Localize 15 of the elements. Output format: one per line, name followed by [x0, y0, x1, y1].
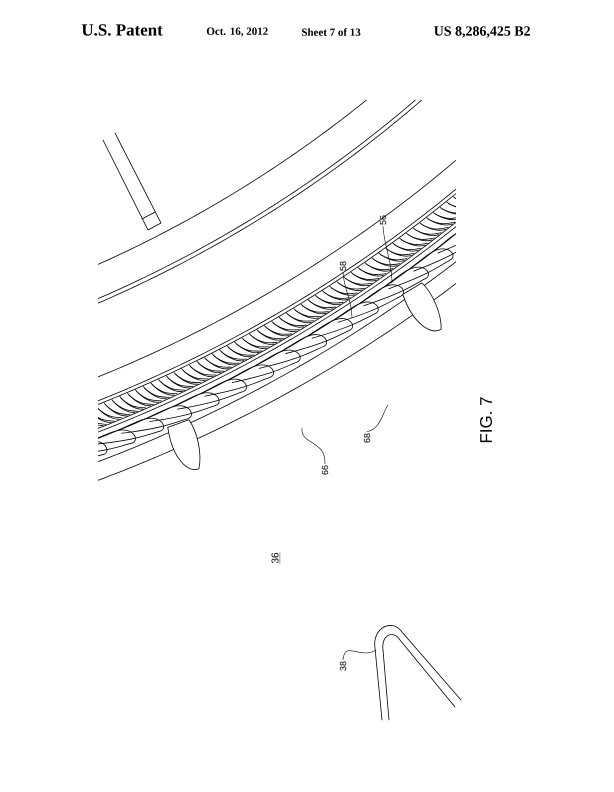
- reference-numeral: 56: [380, 215, 386, 225]
- header-text: Oct. 16, 2012: [206, 28, 268, 36]
- reference-numeral: 68: [364, 433, 370, 443]
- leader-line: [342, 272, 352, 318]
- reference-numeral: 66: [322, 465, 328, 475]
- reference-numeral: 38: [340, 661, 346, 671]
- leader-line: [366, 404, 388, 432]
- header-text: U.S. Patent: [82, 24, 163, 36]
- leader-line: [382, 226, 392, 284]
- figure-label: FIG. 7: [480, 397, 492, 442]
- header-text: Sheet 7 of 13: [302, 28, 360, 36]
- reference-numeral: 58: [340, 261, 346, 271]
- reference-numeral: 36: [271, 552, 280, 564]
- patent-number: US 8,286,425 B2: [434, 26, 530, 38]
- leader-line: [302, 428, 326, 464]
